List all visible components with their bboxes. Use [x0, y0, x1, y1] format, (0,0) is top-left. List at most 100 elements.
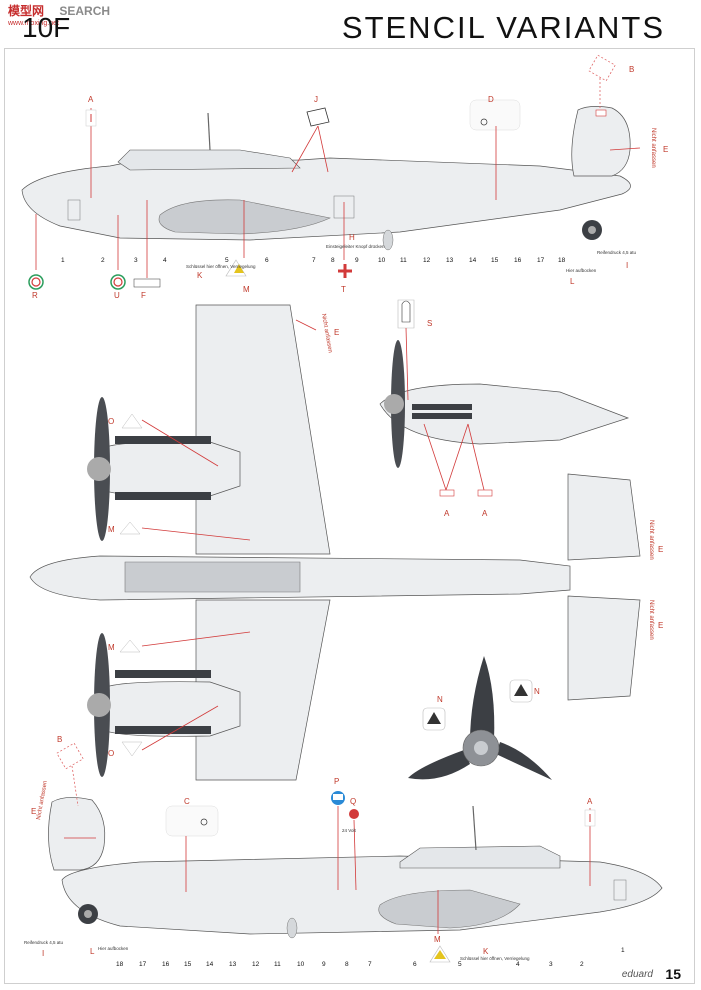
station-label: 16 [162, 961, 170, 968]
stencil-letter-E-wing: E [334, 328, 339, 337]
station-label: 7 [312, 257, 316, 264]
station-label: 6 [265, 257, 269, 264]
nicht-anfassen-tail: Nicht anfassen [650, 128, 656, 168]
stencil-letter-C: C [184, 797, 190, 806]
stencil-letter-A-nacelle-left: A [444, 509, 450, 518]
stencil-letter-L: L [570, 277, 575, 286]
station-label: 5 [458, 961, 462, 968]
stencil-letter-L-lower: L [90, 947, 95, 956]
page-frame [4, 48, 695, 984]
station-row-top: 1 2 3 4 5 6 7 8 9 10 11 12 13 14 15 16 1… [61, 257, 566, 264]
propeller-detail [408, 656, 552, 780]
stencil-letter-A-nacelle-right: A [482, 509, 488, 518]
page-number: 15 [665, 966, 681, 982]
stencil-letter-F: F [141, 291, 146, 300]
station-label: 12 [252, 961, 260, 968]
stencil-letter-N-left: N [437, 695, 443, 704]
stencil-letter-M-lower: M [108, 643, 115, 652]
stencil-letter-M-lower-side: M [434, 935, 441, 944]
stencil-letter-M: M [243, 285, 250, 294]
station-label: 15 [184, 961, 192, 968]
side-view-right [48, 742, 663, 963]
stencil-letter-A: A [88, 95, 94, 104]
aufbocken-text-lower: Hier aufbocken [98, 946, 129, 951]
station-label: 6 [413, 961, 417, 968]
stencil-letter-I: I [626, 261, 628, 270]
station-label: 4 [516, 961, 520, 968]
stencil-letter-H: H [349, 233, 355, 242]
stencil-letter-A-lower: A [587, 797, 593, 806]
station-label: 2 [580, 961, 584, 968]
station-label: 9 [355, 257, 359, 264]
stencil-letter-S: S [427, 319, 432, 328]
volt-text: 24 Volt [342, 828, 357, 833]
stencil-letter-N-right: N [534, 687, 540, 696]
station-label: 14 [469, 257, 477, 264]
station-label: 3 [549, 961, 553, 968]
station-label: 4 [163, 257, 167, 264]
station-label: 12 [423, 257, 431, 264]
aircraft-type-label: 10F [22, 12, 71, 43]
station-label: 11 [274, 961, 281, 968]
station-label: 5 [225, 257, 229, 264]
station-label: 17 [139, 961, 147, 968]
station-label: 7 [368, 961, 372, 968]
schlussel-text: Schlüssel hier öffnen, Verriegelung [186, 264, 256, 269]
stencil-letter-B: B [629, 65, 634, 74]
station-label: 18 [116, 961, 124, 968]
station-label: 9 [322, 961, 326, 968]
station-label: 15 [491, 257, 499, 264]
manufacturer-logo: eduard [621, 969, 653, 980]
stencil-letter-T: T [341, 285, 346, 294]
nicht-anfassen-lower: Nicht anfassen [36, 780, 49, 820]
stencil-letter-E-stab-upper: E [658, 545, 663, 554]
plan-view [29, 304, 641, 781]
stencil-letter-E: E [663, 145, 668, 154]
station-label: 18 [558, 257, 566, 264]
nicht-anfassen-stab-upper: Nicht anfassen [648, 520, 654, 560]
station-label: 16 [514, 257, 522, 264]
stencil-letter-J: J [314, 95, 318, 104]
station-label: 3 [134, 257, 138, 264]
stencil-letter-E-lower: E [31, 807, 36, 816]
watermark-text: 模型网 [8, 4, 45, 18]
nicht-anfassen-wing: Nicht anfassen [320, 313, 333, 353]
schlussel-text-lower: Schlüssel hier öffnen, Verriegelung [460, 956, 530, 961]
station-label: 17 [537, 257, 545, 264]
station-label: 11 [400, 257, 407, 264]
watermark-url: www.moxing.net [8, 20, 59, 27]
stencil-letter-I-lower: I [42, 949, 44, 958]
side-view-left [21, 54, 641, 290]
stencil-letter-O-upper: O [108, 417, 114, 426]
nacelle-detail [379, 299, 630, 497]
stencil-letter-D: D [488, 95, 494, 104]
station-label: 10 [378, 257, 386, 264]
stencil-letter-O-lower: O [108, 749, 114, 758]
reifendruck-text: Reifendruck 4,5 atu [597, 250, 637, 255]
page-title: STENCIL VARIANTS [341, 10, 665, 45]
stencil-letter-K-lower: K [483, 947, 489, 956]
station-label: 8 [345, 961, 349, 968]
nicht-anfassen-stab-lower: Nicht anfassen [648, 600, 654, 640]
stencil-letter-U: U [114, 291, 120, 300]
reifendruck-text-lower: Reifendruck 4,5 atu [24, 940, 64, 945]
station-label: 1 [61, 257, 65, 264]
stencil-letter-E-stab-lower: E [658, 621, 663, 630]
watermark-search: SEARCH [59, 4, 111, 18]
station-row-bottom: 18 17 16 15 14 13 12 11 10 9 8 7 6 5 4 3… [116, 947, 625, 968]
station-label: 13 [446, 257, 454, 264]
einsteigeleiter-text: Einsteigeleiter Knopf drücken [326, 244, 385, 249]
aufbocken-text: Hier aufbocken [566, 268, 597, 273]
stencil-letter-K: K [197, 271, 203, 280]
stencil-letter-B-lower: B [57, 735, 62, 744]
site-watermark: 模型网 SEARCH www.moxing.net [8, 2, 110, 27]
stencil-letter-R: R [32, 291, 38, 300]
stencil-letter-M-upper: M [108, 525, 115, 534]
stencil-letter-Q: Q [350, 797, 356, 806]
station-label: 10 [297, 961, 305, 968]
station-label: 14 [206, 961, 214, 968]
station-label: 8 [331, 257, 335, 264]
station-label: 1 [621, 947, 625, 954]
